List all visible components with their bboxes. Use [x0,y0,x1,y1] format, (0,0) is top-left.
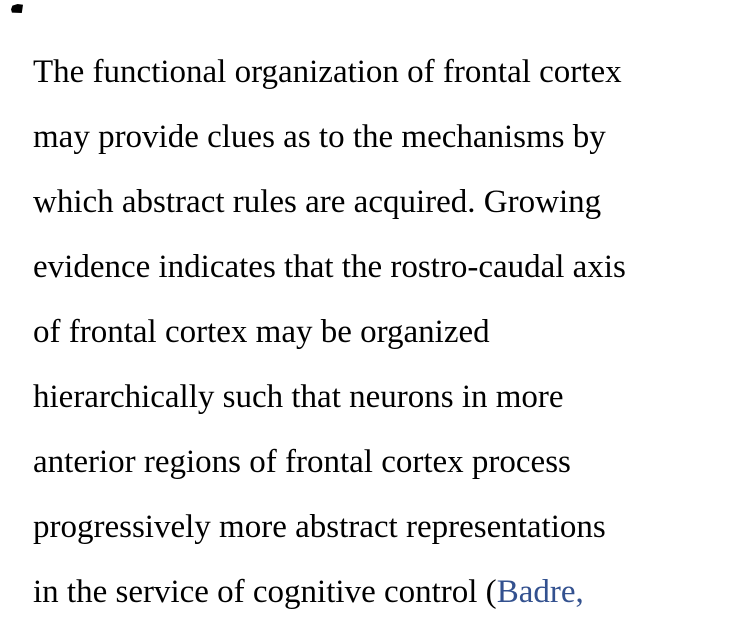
cutoff-glyph-fragment [11,4,23,13]
text-line: evidence indicates that the rostro-cauda… [33,249,626,285]
text-line: progressively more abstract representati… [33,509,606,545]
text-line: anterior regions of frontal cortex proce… [33,444,571,480]
paper-text-page: The functional organization of frontal c… [33,40,730,625]
text-line: in the service of cognitive control (Bad… [33,560,730,625]
text-line: hierarchically such that neurons in more [33,379,564,415]
citation-link-badre[interactable]: Badre, [496,574,584,610]
text-line: which abstract rules are acquired. Growi… [33,184,602,220]
text-line: The functional organization of frontal c… [33,54,622,90]
paragraph: The functional organization of frontal c… [33,40,730,625]
text-line: may provide clues as to the mechanisms b… [33,119,606,155]
text-line-prefix: in the service of cognitive control ( [33,574,497,610]
text-line: of frontal cortex may be organized [33,314,490,350]
